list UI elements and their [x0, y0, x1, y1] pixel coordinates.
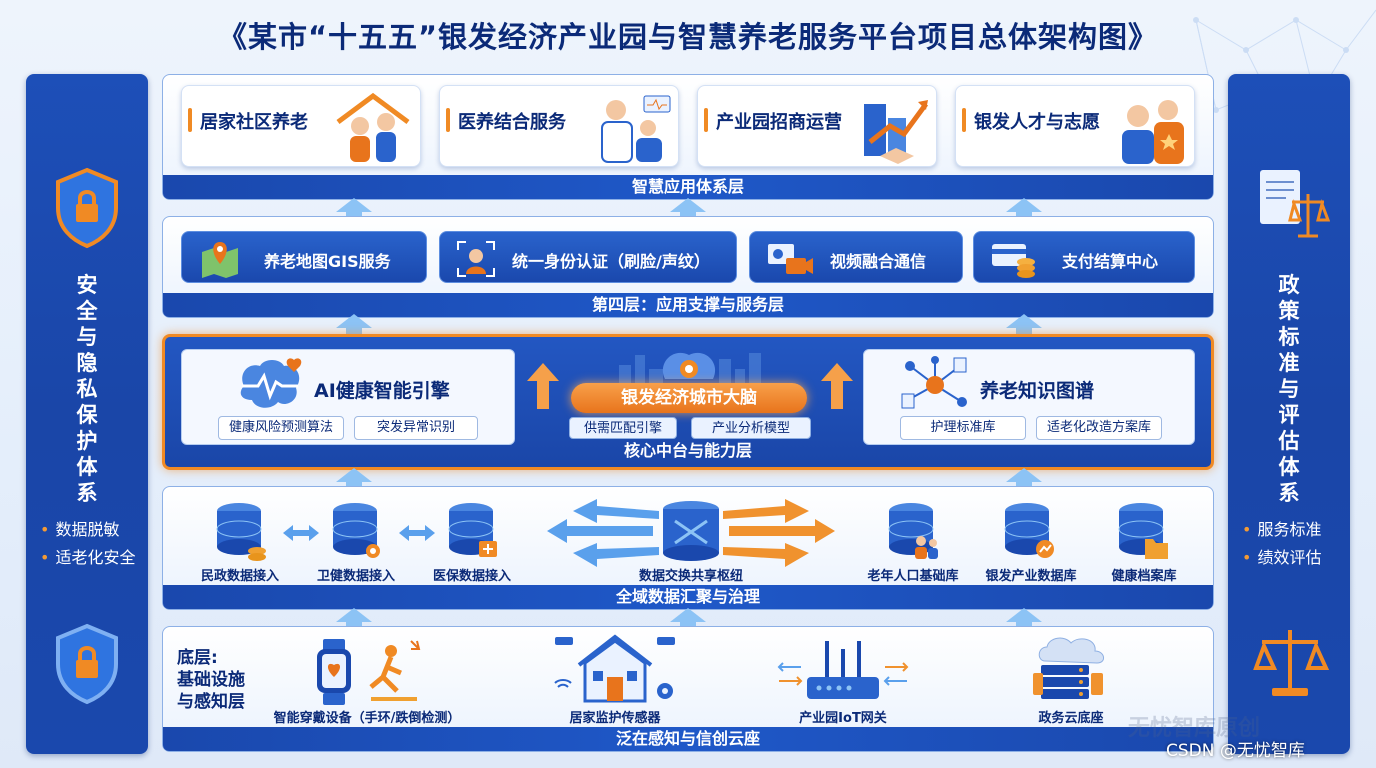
layer-band-support: 第四层：应用支撑与服务层	[163, 293, 1213, 317]
city-brain-button[interactable]: 银发经济城市大脑	[571, 383, 807, 413]
base-item-label: 居家监护传感器	[569, 711, 661, 726]
right-pillar-title: 政策标准与评估体系	[1278, 273, 1300, 505]
database-medical-icon	[448, 503, 497, 557]
pill-gis-service[interactable]: 养老地图GIS服务	[181, 231, 427, 283]
payment-card-coins-icon	[992, 244, 1035, 278]
left-pillar-item: 适老化安全	[40, 544, 135, 572]
core-chip: 健康风险预测算法	[218, 416, 344, 440]
smartwatch-fall-icon	[317, 639, 421, 705]
core-chip: 突发异常识别	[354, 416, 478, 440]
up-arrow-icon	[670, 608, 706, 634]
iot-gateway-router-icon	[777, 641, 909, 699]
db-label: 民政数据接入	[200, 569, 279, 584]
elderly-volunteer-icon	[1122, 100, 1184, 164]
map-pin-icon	[202, 242, 238, 278]
app-card-park-investment[interactable]: 产业园招商运营	[697, 85, 937, 167]
up-arrow-icon	[1006, 314, 1042, 340]
doctor-patient-icon	[601, 95, 671, 163]
up-arrow-glow-icon	[527, 363, 559, 409]
db-label: 医保数据接入	[432, 569, 511, 584]
up-arrow-icon	[336, 608, 372, 634]
layer-band-base: 泛在感知与信创云座	[163, 727, 1213, 751]
database-folder-icon	[1118, 503, 1168, 559]
database-chart-gear-icon	[1004, 503, 1054, 558]
db-label: 卫健数据接入	[316, 569, 395, 584]
shield-lock-icon	[56, 623, 118, 705]
app-card-medical-care[interactable]: 医养结合服务	[439, 85, 679, 167]
core-chip: 适老化改造方案库	[1036, 416, 1162, 440]
core-chip: 供需匹配引擎	[569, 417, 677, 439]
shield-lock-icon	[56, 167, 118, 249]
up-arrow-icon	[1006, 468, 1042, 494]
left-pillar-list: 数据脱敏 适老化安全	[40, 516, 135, 572]
app-card-silver-talent[interactable]: 银发人才与志愿	[955, 85, 1195, 167]
knowledge-graph-icon	[901, 356, 967, 409]
document-scale-icon	[1260, 170, 1330, 238]
app-card-home-care[interactable]: 居家社区养老	[181, 85, 421, 167]
database-elderly-icon	[888, 503, 938, 559]
base-item-label: 产业园IoT网关	[799, 711, 887, 726]
smart-application-layer: 居家社区养老 医养结合服务 产业园招商运营 银发人才与志愿	[162, 74, 1214, 200]
pill-video-communication[interactable]: 视频融合通信	[749, 231, 963, 283]
db-label: 健康档案库	[1111, 569, 1177, 584]
hub-label: 数据交换共享枢纽	[638, 569, 743, 584]
pill-identity-auth[interactable]: 统一身份认证（刷脸/声纹）	[439, 231, 737, 283]
left-pillar-title: 安全与隐私保护体系	[76, 273, 98, 505]
page-title: 《某市“十五五”银发经济产业园与智慧养老服务平台项目总体架构图》	[217, 20, 1159, 54]
bidirectional-arrow-icon	[283, 525, 319, 541]
data-exchange-hub-icon	[547, 499, 835, 567]
base-item-label: 智能穿戴设备（手环/跌倒检测）	[273, 711, 461, 726]
database-gear-icon	[332, 503, 380, 558]
elderly-caregiver-icon	[336, 92, 410, 162]
base-item-label: 政务云底座	[1038, 711, 1104, 726]
layer-band-app: 智慧应用体系层	[163, 175, 1213, 199]
up-arrow-glow-icon	[821, 363, 853, 409]
layer-band-data: 全域数据汇聚与治理	[163, 585, 1213, 609]
knowledge-graph-engine[interactable]: 养老知识图谱 护理标准库 适老化改造方案库	[863, 349, 1195, 445]
up-arrow-icon	[1006, 608, 1042, 634]
right-pillar-item: 服务标准	[1242, 516, 1321, 544]
home-sensor-icon	[554, 634, 675, 703]
up-arrow-icon	[670, 198, 706, 224]
gov-cloud-server-icon	[1033, 637, 1104, 699]
right-pillar-list: 服务标准 绩效评估	[1242, 516, 1321, 572]
core-chip: 护理标准库	[900, 416, 1026, 440]
right-pillar-item: 绩效评估	[1242, 544, 1321, 572]
pill-payment-center[interactable]: 支付结算中心	[973, 231, 1195, 283]
brain-heartbeat-icon	[240, 358, 302, 408]
left-pillar-item: 数据脱敏	[40, 516, 135, 544]
csdn-credit: CSDN @无忧智库	[1166, 741, 1305, 761]
bidirectional-arrow-icon	[399, 525, 435, 541]
up-arrow-icon	[1006, 198, 1042, 224]
balance-scale-icon	[1253, 630, 1330, 696]
database-icon	[216, 503, 266, 561]
application-support-layer: 养老地图GIS服务 统一身份认证（刷脸/声纹） 视频融合通信 支付结算中心 第四…	[162, 216, 1214, 318]
data-governance-layer: 民政数据接入 卫健数据接入 医保数据接入 数据交换共享枢纽 老年人口基础库 银发…	[162, 486, 1214, 610]
infrastructure-layer: 底层: 基础设施 与感知层 智能穿戴设备（手环/跌倒检测） 居家监护传感器 产业…	[162, 626, 1214, 752]
db-label: 银发产业数据库	[985, 569, 1077, 584]
ai-health-engine[interactable]: AI健康智能引擎 健康风险预测算法 突发异常识别	[181, 349, 515, 445]
core-platform-layer: AI健康智能引擎 健康风险预测算法 突发异常识别 银发经济城市大脑 供需匹配引擎…	[162, 334, 1214, 470]
db-label: 老年人口基础库	[867, 569, 959, 584]
layer-band-core: 核心中台与能力层	[623, 441, 752, 460]
base-side-title: 底层: 基础设施 与感知层	[177, 648, 245, 712]
face-recognition-icon	[457, 241, 495, 277]
buildings-growth-icon	[864, 100, 929, 164]
up-arrow-icon	[336, 314, 372, 340]
watermark: 无忧智库原创	[1128, 716, 1261, 741]
core-chip: 产业分析模型	[691, 417, 811, 439]
up-arrow-icon	[336, 468, 372, 494]
video-camera-icon	[768, 244, 813, 274]
up-arrow-icon	[336, 198, 372, 224]
